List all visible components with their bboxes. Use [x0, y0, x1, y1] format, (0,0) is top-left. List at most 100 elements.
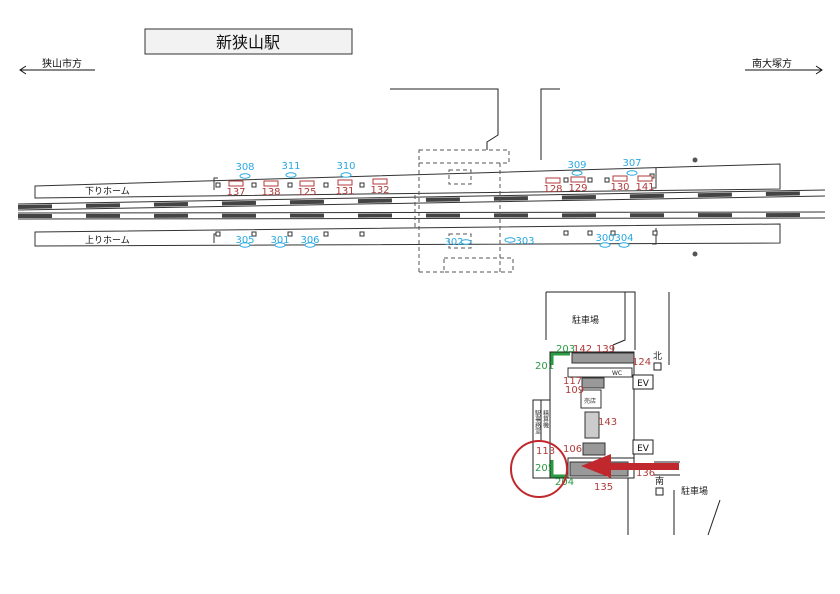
north-exit-label: 北 — [653, 351, 662, 362]
blue-sign-label: 306 — [300, 235, 319, 246]
direction-right-label: 南大塚方 — [752, 57, 792, 70]
up-platform — [34, 223, 781, 247]
fare-machine-label: 精算機 — [542, 409, 549, 429]
red-sign-label: 132 — [370, 185, 389, 196]
speaker-icon — [304, 242, 316, 248]
blue-signs-top: 308 311 310 309 307 — [235, 158, 642, 179]
sign-136: 136 — [636, 468, 655, 479]
pillar-marker — [610, 230, 616, 236]
pillar-marker — [359, 182, 365, 188]
blue-sign-label: 303 — [515, 236, 534, 247]
speaker-icon — [571, 170, 583, 176]
highlight-arrow-icon — [581, 454, 679, 478]
pillar-marker — [287, 231, 293, 237]
pillar-marker — [251, 231, 257, 237]
pillar-marker — [323, 182, 329, 188]
sign-box — [228, 180, 244, 187]
red-sign-label: 141 — [635, 182, 654, 193]
outline — [540, 88, 560, 160]
red-sign-label: 137 — [226, 187, 245, 198]
wc-label: WC — [612, 370, 622, 377]
speaker-icon — [504, 237, 516, 243]
pillar-marker — [563, 177, 569, 183]
speaker-icon — [618, 242, 630, 248]
arrow-left-icon — [19, 65, 27, 75]
parking-north-label: 駐車場 — [572, 314, 599, 326]
speaker-icon — [626, 170, 638, 176]
speaker-icon — [460, 239, 472, 245]
station-title: 新狭山駅 — [216, 33, 280, 52]
speaker-icon — [285, 172, 297, 178]
up-platform-label: 上りホーム — [85, 235, 130, 246]
speaker-icon — [340, 172, 352, 178]
sign-124: 124 — [632, 357, 651, 368]
speaker-icon — [239, 242, 251, 248]
sign-109: 109 — [565, 385, 584, 396]
blue-sign-label: 300 — [595, 233, 614, 244]
blue-sign-label: 308 — [235, 162, 254, 173]
pillar-marker — [652, 230, 658, 236]
blue-sign-label: 309 — [567, 160, 586, 171]
pillar-marker — [323, 231, 329, 237]
sign-box — [612, 175, 628, 182]
pillar-marker — [587, 177, 593, 183]
outline — [390, 88, 499, 150]
red-sign-label: 128 — [543, 184, 562, 195]
pillar-marker — [587, 230, 593, 236]
track-1 — [17, 189, 826, 211]
red-sign-label: 125 — [297, 187, 316, 198]
elevator-south: EV — [632, 439, 654, 455]
sign-box — [372, 178, 388, 185]
pillar-marker — [563, 230, 569, 236]
speaker-icon — [599, 242, 611, 248]
arrow-right-icon — [815, 65, 823, 75]
sign-135: 135 — [594, 482, 613, 493]
pillar-marker — [215, 182, 221, 188]
svg-text:EV: EV — [637, 444, 650, 454]
blue-sign-label: 301 — [270, 235, 289, 246]
pillar-marker — [251, 182, 257, 188]
pillar-marker — [359, 231, 365, 237]
down-platform-label: 下りホーム — [85, 186, 130, 197]
sign-203: 203 — [556, 344, 575, 355]
blue-sign-label: 307 — [622, 158, 641, 169]
pillar-marker — [604, 177, 610, 183]
sign-106: 106 — [563, 444, 582, 455]
red-sign-label: 130 — [610, 182, 629, 193]
svg-text:EV: EV — [637, 379, 650, 389]
red-sign-label: 138 — [261, 187, 280, 198]
sign-142: 142 — [573, 344, 592, 355]
speaker-icon — [274, 242, 286, 248]
south-exit-label: 南 — [655, 475, 664, 487]
sign-113: 113 — [536, 446, 555, 457]
sign-117: 117 — [563, 376, 582, 387]
blue-sign-label: 310 — [336, 161, 355, 172]
stairs — [581, 377, 605, 389]
sign-box — [337, 179, 353, 186]
marker-dot — [692, 157, 698, 163]
sign-box — [570, 176, 586, 183]
sign-205: 205 — [535, 463, 554, 474]
red-sign-label: 131 — [335, 186, 354, 197]
blue-sign-label: 311 — [281, 161, 300, 172]
speaker-icon — [239, 173, 251, 179]
parking-south-label: 駐車場 — [681, 485, 708, 497]
sign-box — [545, 177, 561, 184]
pillar-marker — [215, 231, 221, 237]
pillar-marker — [287, 182, 293, 188]
direction-left-label: 狭山市方 — [42, 57, 82, 70]
title-box: 新狭山駅 — [144, 28, 353, 55]
sign-box — [637, 175, 653, 182]
pillar-markers — [215, 173, 658, 237]
direction-right: 南大塚方 — [745, 57, 823, 75]
blue-sign-label: 302 — [444, 237, 463, 248]
shop-label: 売店 — [584, 397, 596, 405]
overpass-outline — [414, 149, 514, 273]
sign-box — [299, 180, 315, 187]
blue-sign-label: 304 — [614, 233, 633, 244]
elevator-north: EV — [632, 374, 654, 390]
sign-box — [263, 180, 279, 187]
